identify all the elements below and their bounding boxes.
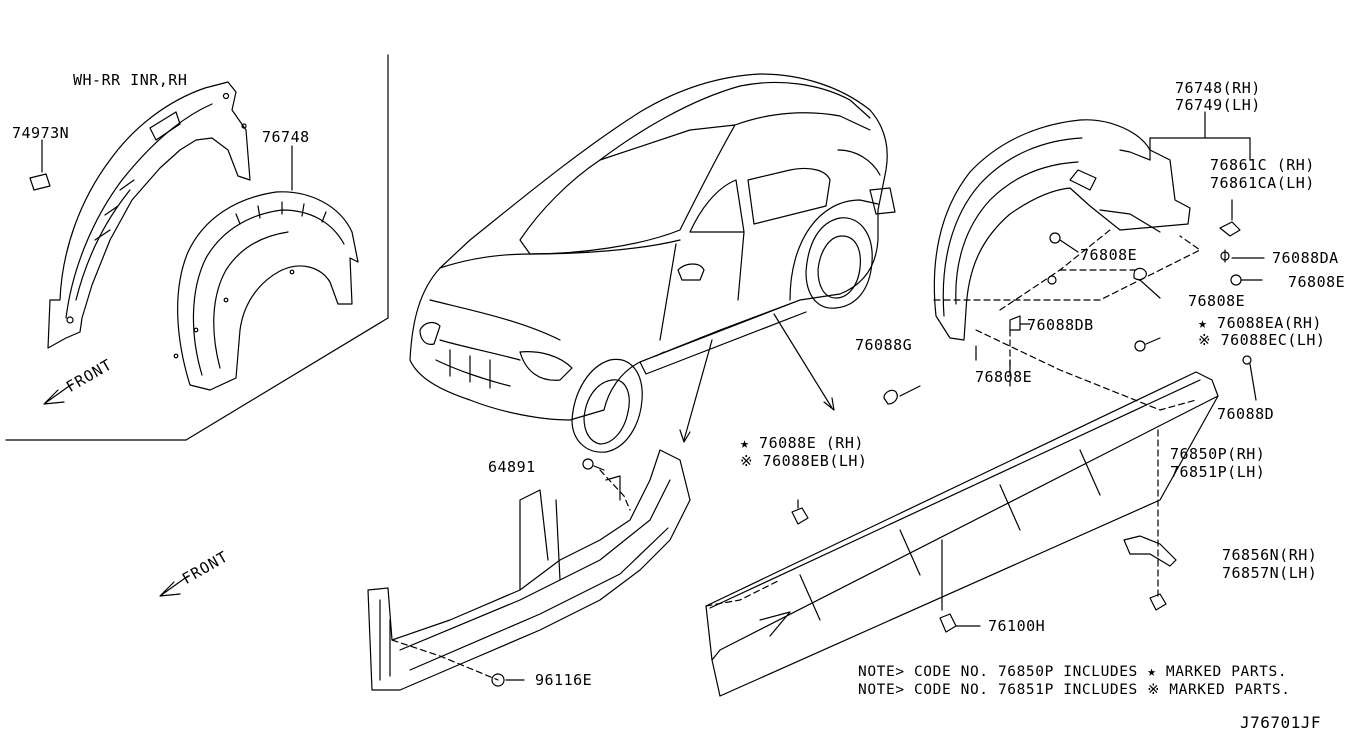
label-76808e-a: 76808E bbox=[1080, 246, 1138, 264]
front-arrow-icon bbox=[43, 383, 73, 405]
label-76808e-b: 76808E bbox=[1288, 273, 1346, 291]
vehicle-body bbox=[409, 73, 896, 453]
label-76850p-rh: 76850P(RH) bbox=[1170, 445, 1266, 463]
pad-74973n bbox=[29, 173, 51, 191]
inset-border bbox=[5, 54, 389, 441]
label-76088eb-lh: ※ 76088EB(LH) bbox=[740, 452, 868, 470]
label-76851p-lh: 76851P(LH) bbox=[1170, 463, 1266, 481]
note-line-1: NOTE> CODE NO. 76850P INCLUDES ★ MARKED … bbox=[858, 664, 1288, 680]
label-76808e-d: 76808E bbox=[975, 368, 1033, 386]
label-76861c-rh: 76861C (RH) bbox=[1210, 156, 1315, 174]
label-96116e: 96116E bbox=[535, 671, 593, 689]
label-76748-rh: 76748(RH) bbox=[1175, 79, 1261, 97]
leader-lines bbox=[975, 111, 1251, 373]
label-76088e-rh: ★ 76088E (RH) bbox=[740, 434, 864, 452]
wheelhouse-liner-right bbox=[933, 119, 1201, 341]
label-76088ec-lh: ※ 76088EC(LH) bbox=[1198, 331, 1326, 349]
wheelhouse-inner-panel bbox=[47, 81, 251, 349]
label-76861ca-lh: 76861CA(LH) bbox=[1210, 174, 1315, 192]
label-76088da: 76088DA bbox=[1272, 249, 1339, 267]
label-wh-rr-inr: WH-RR INR,RH bbox=[73, 71, 188, 89]
callout-arrows bbox=[679, 313, 835, 443]
wheelhouse-liner-left bbox=[173, 191, 359, 391]
label-76100h: 76100H bbox=[988, 617, 1046, 635]
label-76088db: 76088DB bbox=[1027, 316, 1094, 334]
label-76808e-c: 76808E bbox=[1188, 292, 1246, 310]
side-sill-panel bbox=[705, 329, 1219, 697]
label-76857n-lh: 76857N(LH) bbox=[1222, 564, 1318, 582]
label-76856n-rh: 76856N(RH) bbox=[1222, 546, 1318, 564]
label-64891: 64891 bbox=[488, 458, 536, 476]
body-pillar bbox=[367, 449, 691, 691]
note-line-2: NOTE> CODE NO. 76851P INCLUDES ※ MARKED … bbox=[858, 682, 1291, 698]
label-76749-lh: 76749(LH) bbox=[1175, 96, 1261, 114]
fasteners bbox=[491, 221, 1265, 687]
front-arrow-icon bbox=[159, 575, 189, 597]
label-76748-left: 76748 bbox=[262, 128, 310, 146]
label-76088g: 76088G bbox=[855, 336, 913, 354]
label-74973n: 74973N bbox=[12, 124, 70, 142]
label-76088ea-rh: ★ 76088EA(RH) bbox=[1198, 314, 1322, 332]
label-76088d: 76088D bbox=[1217, 405, 1275, 423]
diagram-code: J76701JF bbox=[1240, 713, 1322, 732]
